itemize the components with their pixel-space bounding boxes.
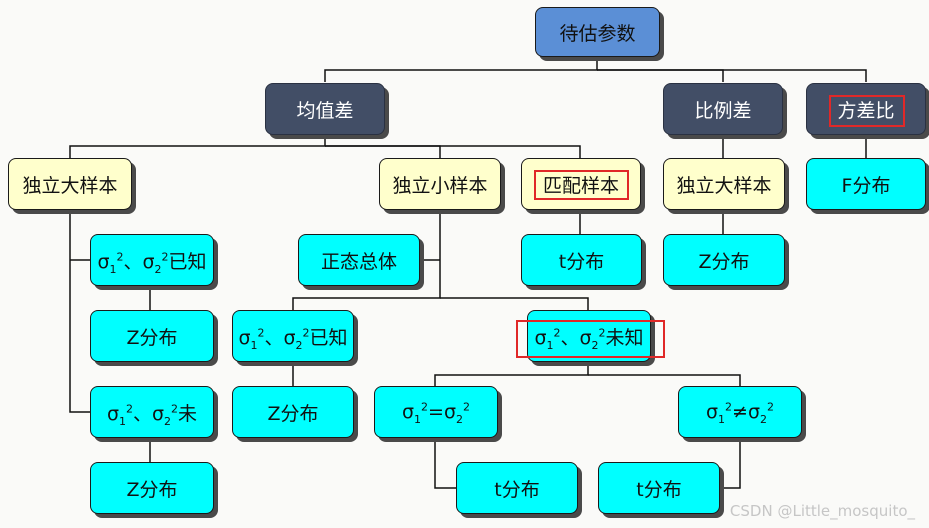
indep-small-sample-label: 独立小样本 <box>392 174 488 197</box>
root-node: 待估参数 <box>535 7 660 57</box>
paired-t-distribution-node: t分布 <box>521 234 642 286</box>
sigma-equal-label: σ12=σ22 <box>401 400 470 426</box>
ratio-diff-label: 比例差 <box>694 99 752 122</box>
unequal-var-t-distribution-node: t分布 <box>598 462 720 514</box>
sigma-known-large-label: σ12、σ22已知 <box>97 250 207 276</box>
paired-sample-node: 匹配样本 <box>521 158 641 210</box>
paired-sample-highlight <box>534 170 629 200</box>
watermark: CSDN @Little_mosquito_ <box>729 502 915 520</box>
paired-t-distribution-label: t分布 <box>558 250 605 273</box>
sigma-unknown-highlight <box>516 320 665 358</box>
sigma-unknown-node-large: σ12、σ22未 <box>90 386 214 438</box>
small-known-z-distribution-label: Z分布 <box>267 402 319 425</box>
large-known-z-distribution-node: Z分布 <box>90 310 214 362</box>
variance-ratio-highlight <box>829 95 905 127</box>
f-distribution-label: F分布 <box>841 174 891 197</box>
small-known-z-distribution-node: Z分布 <box>232 386 354 438</box>
ratio-z-distribution-label: Z分布 <box>698 250 750 273</box>
equal-var-t-distribution-node: t分布 <box>456 462 578 514</box>
large-unknown-z-distribution-label: Z分布 <box>126 478 178 501</box>
sigma-equal-node: σ12=σ22 <box>374 386 498 438</box>
mean-diff-label: 均值差 <box>296 99 354 122</box>
paired-sample-label: 匹配样本 <box>542 174 619 197</box>
sigma-not-equal-label: σ12≠σ22 <box>705 400 774 426</box>
sigma-not-equal-node: σ12≠σ22 <box>678 386 802 438</box>
sigma-unknown-small-label: σ12、σ22未知 <box>534 326 644 352</box>
root-label: 待估参数 <box>559 22 636 45</box>
f-distribution-node: F分布 <box>806 158 926 210</box>
sigma-known-node-large: σ12、σ22已知 <box>90 234 214 286</box>
sigma-known-node-small: σ12、σ22已知 <box>232 310 354 362</box>
indep-large-sample-node: 独立大样本 <box>8 158 132 210</box>
variance-ratio-label: 方差比 <box>837 99 895 122</box>
sigma-known-small-label: σ12、σ22已知 <box>238 326 348 352</box>
mean-diff-node: 均值差 <box>265 83 385 135</box>
ratio-z-distribution-node: Z分布 <box>663 234 785 286</box>
normal-population-node: 正态总体 <box>298 234 420 286</box>
large-known-z-distribution-label: Z分布 <box>126 326 178 349</box>
ratio-indep-large-sample-node: 独立大样本 <box>663 158 785 210</box>
sigma-unknown-node-small: σ12、σ22未知 <box>527 310 651 362</box>
indep-large-sample-label: 独立大样本 <box>22 174 118 197</box>
normal-population-label: 正态总体 <box>320 250 397 273</box>
ratio-diff-node: 比例差 <box>663 83 783 135</box>
large-unknown-z-distribution-node: Z分布 <box>90 462 214 514</box>
sigma-unknown-large-label: σ12、σ22未 <box>106 402 198 428</box>
equal-var-t-distribution-label: t分布 <box>494 478 540 501</box>
ratio-indep-large-sample-label: 独立大样本 <box>676 174 772 197</box>
indep-small-sample-node: 独立小样本 <box>379 158 501 210</box>
unequal-var-t-distribution-label: t分布 <box>636 478 682 501</box>
